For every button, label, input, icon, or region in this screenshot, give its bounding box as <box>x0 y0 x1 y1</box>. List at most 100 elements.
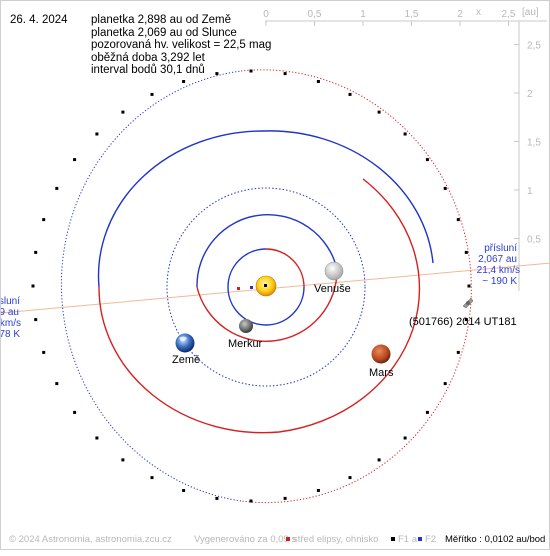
venus-label: Venuše <box>314 283 351 295</box>
asteroid-orbit-dot <box>348 92 352 96</box>
asteroid-orbit-dot <box>403 436 407 440</box>
x-tick-label: 2,5 <box>502 9 516 20</box>
asteroid-marker <box>462 297 474 309</box>
perihelion-left-line-3: km/s <box>1 318 21 329</box>
asteroid-orbit-dot <box>283 496 287 500</box>
asteroid-orbit-dot <box>464 250 468 254</box>
asteroid-orbit-dot <box>456 218 460 222</box>
asteroid-orbit-dot <box>150 476 154 480</box>
y-axis: 0,511,522,5 <box>514 21 541 291</box>
mars-label: Mars <box>369 367 394 379</box>
legend-f2-label: F2 <box>425 534 437 545</box>
x-tick-label: 0,5 <box>308 9 322 20</box>
info-magnitude: pozorovaná hv. velikost = 22,5 mag <box>91 39 272 51</box>
y-tick-label: 2 <box>527 89 533 100</box>
mercury-label: Merkur <box>228 338 263 350</box>
asteroid-orbit-dot <box>249 69 253 73</box>
orbit-earth <box>166 187 366 387</box>
asteroid-orbit-dot <box>55 382 59 386</box>
copyright-text: © 2024 Astronomia, astronomia.zcu.cz <box>9 534 172 545</box>
perihelion-left-label: přísluní 9 au km/s 78 K <box>0 296 21 340</box>
perihelion-right-line-2: 2,067 au <box>478 254 517 265</box>
asteroid-orbit-dot <box>73 158 77 162</box>
mars <box>371 344 391 364</box>
asteroid-orbit-dot <box>215 496 219 500</box>
asteroid-orbit-dot <box>121 110 125 114</box>
info-block: planetka 2,898 au od Země planetka 2,069… <box>91 14 271 77</box>
asteroid-orbit-dot <box>215 72 219 76</box>
x-tick-label: 1,5 <box>405 9 419 20</box>
date-label: 26. 4. 2024 <box>10 14 68 26</box>
mercury <box>239 319 253 333</box>
orbit-venus <box>196 214 338 342</box>
perihelion-left-line-4: 78 K <box>1 329 20 340</box>
info-distance-earth: planetka 2,898 au od Země <box>91 14 232 26</box>
earth <box>175 333 195 353</box>
x-tick-label: 0 <box>263 9 269 20</box>
legend-center-label: střed elipsy, ohnisko <box>293 534 379 545</box>
x-tick-label: 2 <box>457 9 463 20</box>
asteroid-orbit-dot <box>34 318 38 322</box>
asteroid-orbit-dot <box>425 158 429 162</box>
asteroid-orbit-dot <box>182 80 186 83</box>
info-orbital-period: oběžná doba 3,292 let <box>91 51 205 64</box>
asteroid-orbit-dot <box>425 410 429 414</box>
asteroid-orbit-dot <box>377 110 381 114</box>
legend-f1-label: F1 a <box>398 534 418 545</box>
x-axis-label: x <box>476 7 481 18</box>
info-distance-sun: planetka 2,069 au od Slunce <box>91 26 237 39</box>
legend-center-swatch <box>286 537 290 542</box>
legend-f2-swatch <box>418 537 422 542</box>
asteroid-orbit-dot <box>316 80 320 83</box>
sun <box>255 275 277 297</box>
orbit-asteroid <box>31 69 472 504</box>
asteroid-orbit-dot <box>55 186 59 190</box>
perihelion-right-line-3: 21,4 km/s <box>477 265 520 276</box>
asteroid-orbit-dot <box>348 476 352 480</box>
asteroid-orbit-dot <box>249 499 253 503</box>
legend-center: střed elipsy, ohnisko <box>286 534 378 545</box>
info-point-interval: interval bodů 30,1 dnů <box>91 64 205 76</box>
asteroid-orbit-dot <box>316 489 320 492</box>
asteroid-orbit-dot <box>42 350 46 354</box>
asteroid-orbit-dot <box>443 382 447 386</box>
asteroid-orbit-dot <box>403 132 407 136</box>
x-axis: 0 0,5 1 1,5 2 2,5 x [au] <box>263 7 547 26</box>
asteroid-label: (501766) 2014 UT181 <box>409 316 517 328</box>
legend-f1-swatch <box>391 537 395 542</box>
orbit-mercury <box>227 248 305 326</box>
asteroid-orbit-dot <box>182 489 186 492</box>
asteroid-orbit-dot <box>150 92 154 96</box>
perihelion-right-label: přísluní 2,067 au 21,4 km/s ~ 190 K <box>477 243 520 287</box>
x-tick-label: 1 <box>360 9 366 20</box>
venus <box>324 261 344 281</box>
asteroid-orbit-dot <box>456 350 460 354</box>
asteroid-orbit-dot <box>443 186 447 190</box>
earth-label: Země <box>172 354 200 366</box>
asteroid-orbit-dot <box>467 284 471 288</box>
asteroid-orbit-dot <box>121 458 125 462</box>
ellipse-center-marker <box>237 287 240 290</box>
asteroid-orbit-dot <box>42 218 46 222</box>
unit-label: [au] <box>522 7 539 18</box>
asteroid-orbit-dot <box>31 284 35 288</box>
y-tick-label: 2,5 <box>527 41 541 52</box>
perihelion-right-line-1: přísluní <box>484 243 517 254</box>
generated-time: Vygenerováno za 0,09 s <box>194 534 297 545</box>
asteroid-orbit-dot <box>95 436 99 440</box>
focus-f1-marker <box>250 286 253 289</box>
asteroid-orbit-dot <box>95 132 99 136</box>
y-tick-label: 0,5 <box>527 235 541 246</box>
asteroid-orbit-dot <box>283 72 287 76</box>
legend-f2: F2 <box>418 534 436 545</box>
perihelion-left-line-2: 9 au <box>1 307 19 318</box>
asteroid-orbit-dot <box>73 410 77 414</box>
asteroid-orbit-dot <box>377 458 381 462</box>
perihelion-right-line-4: ~ 190 K <box>482 276 517 287</box>
y-tick-label: 1 <box>527 186 533 197</box>
legend-f1: F1 a <box>391 534 417 545</box>
orbit-mars <box>97 130 434 434</box>
asteroid-orbit-dot <box>464 318 468 322</box>
